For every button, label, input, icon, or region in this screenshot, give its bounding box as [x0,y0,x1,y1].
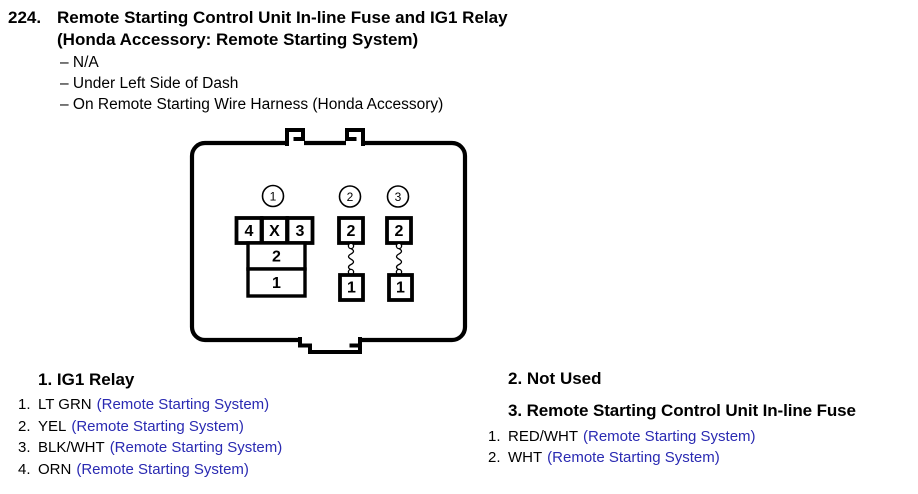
system-link[interactable]: (Remote Starting System) [96,396,270,413]
pin-list-item: 3. BLK/WHT(Remote Starting System) [18,439,282,456]
system-link[interactable]: (Remote Starting System) [71,418,244,435]
pin-label-2: 2 [272,249,281,266]
pin-number: 1. [18,396,31,413]
pin-label-1: 1 [272,275,281,292]
group-3-pin-box-1 [387,273,414,302]
group-3-pin-label-1: 1 [396,280,405,297]
location-note: – N/A [60,54,99,71]
wire-squiggle-icon [347,248,355,271]
pin-number: 2. [18,418,31,435]
wire-color: LT GRN [38,396,92,413]
pin-number: 3. [18,439,31,456]
legend-heading-inline-fuse: 3. Remote Starting Control Unit In-line … [508,401,856,420]
pin-number: 4. [18,461,31,478]
group-3-circle [386,185,410,208]
section-number: 224. [8,8,42,27]
wire-end-icon [395,242,403,250]
location-note: – On Remote Starting Wire Harness (Honda… [60,96,444,113]
bottom-tab-icon [298,337,362,354]
pin-label-x: X [269,223,280,240]
system-link[interactable]: (Remote Starting System) [76,461,249,478]
group-1-circle [261,184,285,208]
pin-list-item: 1. LT GRN(Remote Starting System) [18,396,269,413]
wire-color: ORN [38,461,72,478]
group-3-pin-label-2: 2 [395,223,404,240]
connector-body [189,140,468,343]
wire-squiggle-icon [395,248,403,271]
system-link[interactable]: (Remote Starting System) [547,449,720,466]
legend-heading-not-used: 2. Not Used [508,369,602,388]
pin-list-item: 1. RED/WHT (Remote Starting System) [488,428,756,445]
wire-color: YEL [38,418,67,435]
group-2-number: 2 [347,190,354,204]
group-2-pin-label-2: 2 [347,223,356,240]
section-subtitle: (Honda Accessory: Remote Starting System… [57,30,419,49]
pin-list-item: 2. YEL(Remote Starting System) [18,418,244,435]
wire-color: BLK/WHT [38,439,105,456]
top-tab-left-icon [285,128,305,146]
legend-heading-ig1-relay: 1. IG1 Relay [38,370,135,389]
group-1-number: 1 [270,189,277,203]
pin-label-4: 4 [245,223,254,240]
group-2-circle [338,185,362,208]
pin-number: 1. [488,428,501,445]
pin-list-item: 2. WHT(Remote Starting System) [488,449,720,466]
system-link[interactable]: (Remote Starting System) [109,439,283,456]
wire-color: WHT [508,449,543,466]
pin-list-item: 4. ORN(Remote Starting System) [18,461,249,478]
group-2-pin-box-1 [338,273,365,302]
location-notes: – N/A – Under Left Side of Dash – On Rem… [60,52,443,115]
pin-box-1 [246,267,307,298]
connector-diagram: 1 4 X 3 2 1 2 2 1 3 2 1 [189,128,468,354]
system-link[interactable]: (Remote Starting System) [583,428,756,445]
group-3-number: 3 [395,190,402,204]
top-tab-right-icon [345,128,365,146]
location-note: – Under Left Side of Dash [60,75,239,92]
group-2-pin-label-1: 1 [347,280,356,297]
pin-label-3: 3 [296,223,305,240]
wire-end-icon [347,242,355,250]
wire-color: RED/WHT [508,428,578,445]
section-title: Remote Starting Control Unit In-line Fus… [57,8,508,27]
pin-number: 2. [488,449,501,466]
